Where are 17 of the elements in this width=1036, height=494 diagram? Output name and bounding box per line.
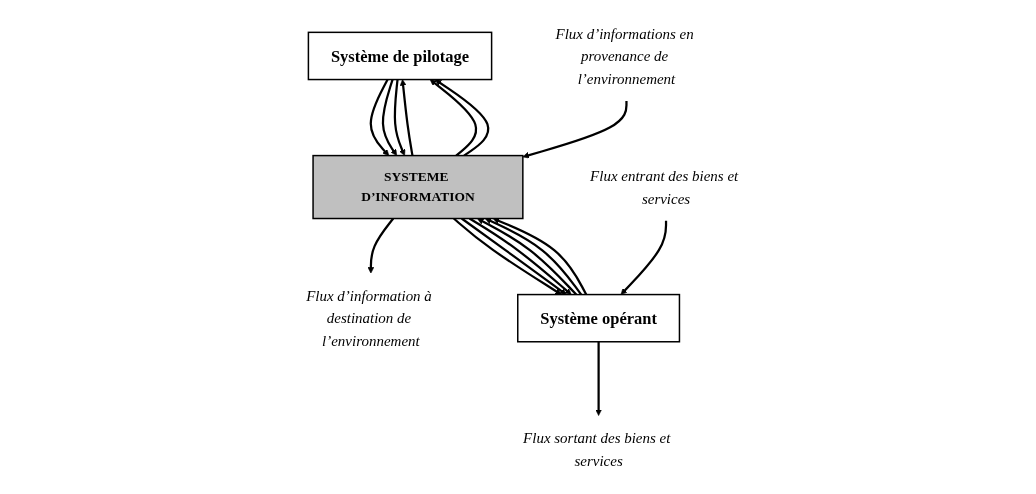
arrow: [522, 100, 628, 159]
node-box: Système de pilotage: [307, 31, 492, 81]
arrow: [429, 79, 477, 157]
node-text: Flux sortant des biens et services: [522, 429, 670, 469]
arrow: [369, 79, 389, 156]
arrow: [399, 79, 414, 156]
arrow: [434, 79, 489, 157]
arrow: [381, 79, 397, 156]
arrow: [620, 220, 667, 295]
node-text: Flux d’information à destination de l’environnement: [305, 287, 432, 349]
node-box: Système opérant: [516, 293, 680, 343]
arrow: [367, 217, 394, 274]
node-box: SYSTEME D’INFORMATION: [311, 154, 524, 220]
node-text: Flux d’informations en provenance de l’environnement: [555, 25, 694, 87]
arrow: [393, 79, 405, 156]
node-text: Flux entrant des biens et services: [589, 167, 738, 207]
arrow: [594, 341, 602, 416]
